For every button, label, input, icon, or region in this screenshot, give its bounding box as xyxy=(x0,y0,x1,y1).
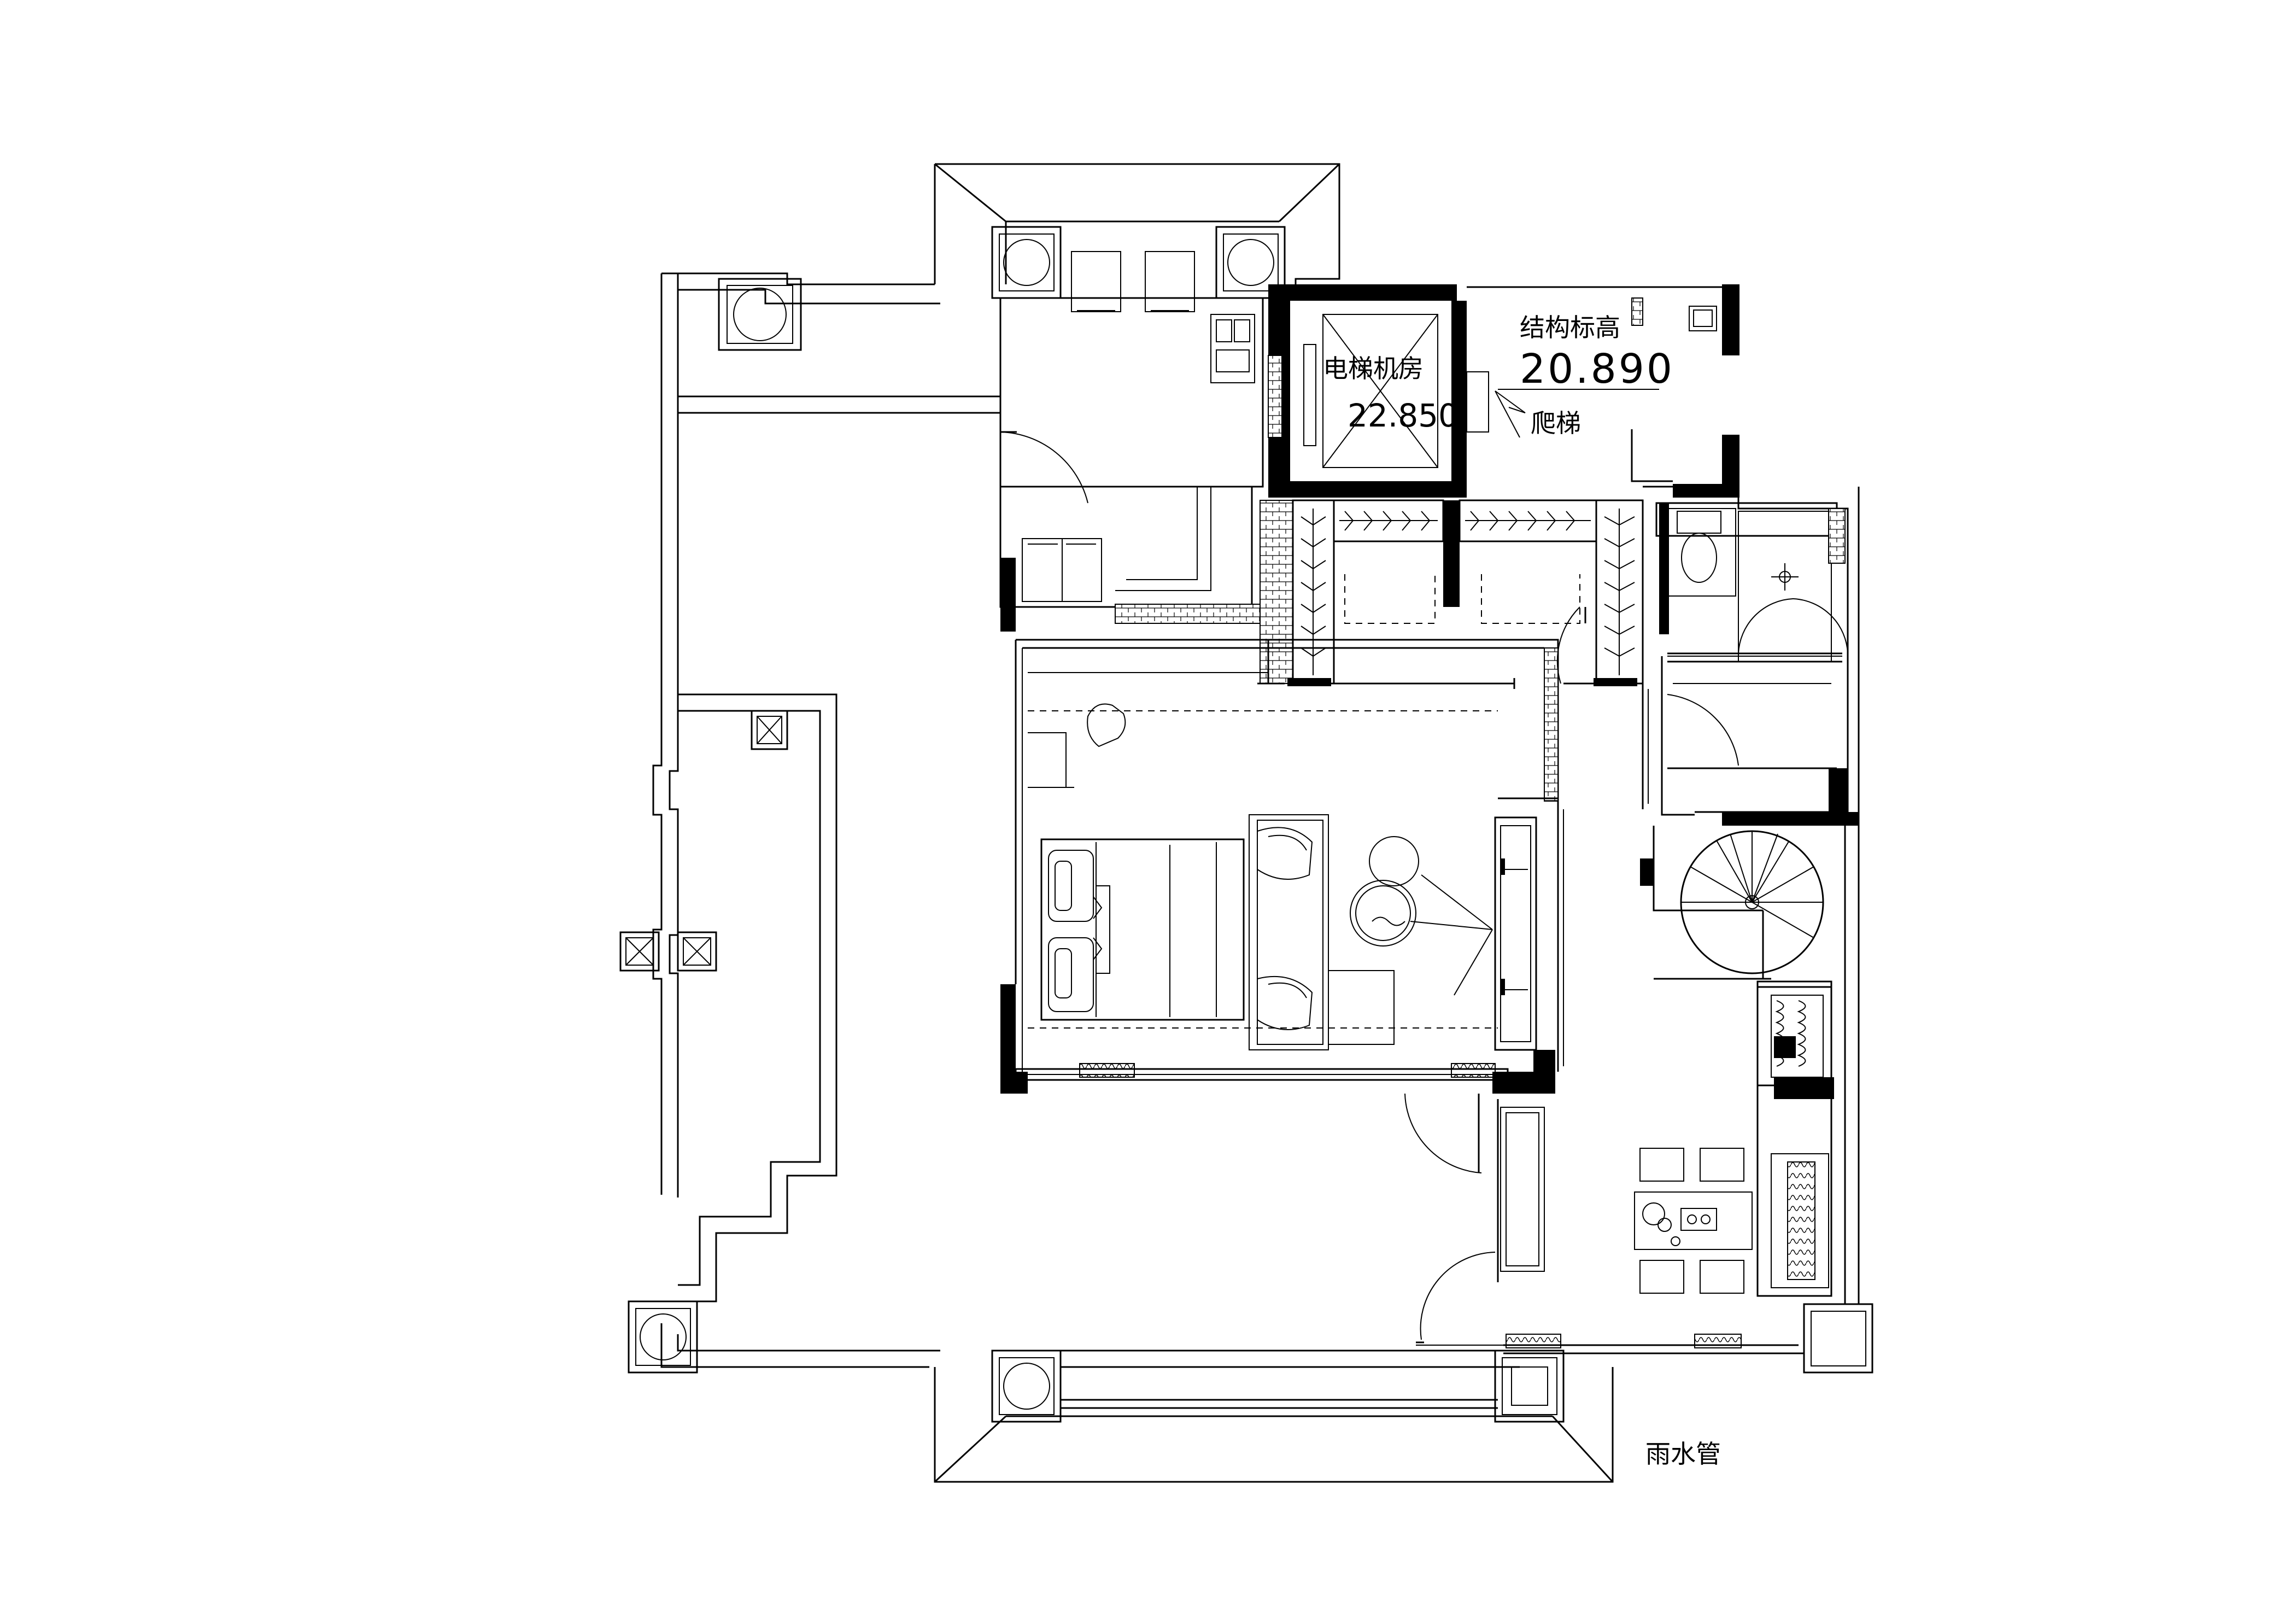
rain-pipe-label: 雨水管 xyxy=(1645,1439,1721,1469)
double-bed-icon xyxy=(1040,838,1245,1021)
structural-elevation-label: 结构标高 xyxy=(1520,313,1620,342)
bathroom xyxy=(1643,486,1860,815)
toilet-icon xyxy=(1677,511,1721,583)
roof-column-icon xyxy=(718,278,802,351)
vent-shaft-icon xyxy=(751,710,788,750)
roof-column-icon xyxy=(991,1350,1062,1423)
elevator-machine-room xyxy=(1268,284,1467,498)
storage-room xyxy=(999,486,1266,632)
closet xyxy=(1260,499,1644,686)
terrace-outline xyxy=(652,163,1614,1483)
spiral-stair-icon xyxy=(1640,812,1859,980)
sofa-icon xyxy=(1249,814,1395,1050)
roof-columns xyxy=(628,226,1873,1423)
elevator-room-label: 电梯机房 xyxy=(1323,354,1424,383)
elevator-elevation-label: 22.850 xyxy=(1348,397,1459,434)
roof-column-icon xyxy=(628,1300,698,1374)
structural-elevation-value: 20.890 xyxy=(1520,346,1674,393)
bedroom xyxy=(1000,639,1559,1173)
tea-area xyxy=(1503,815,1860,1354)
corridor xyxy=(1556,606,1695,816)
vent-shaft-icon xyxy=(619,931,717,972)
round-table-icon xyxy=(1350,836,1419,947)
ladder-label: 爬梯 xyxy=(1531,408,1581,438)
glass-corridor xyxy=(1416,797,1564,1346)
roof-column-icon xyxy=(1494,1350,1565,1423)
roof-column-icon xyxy=(991,226,1062,299)
roof-column-icon xyxy=(1803,1303,1873,1374)
